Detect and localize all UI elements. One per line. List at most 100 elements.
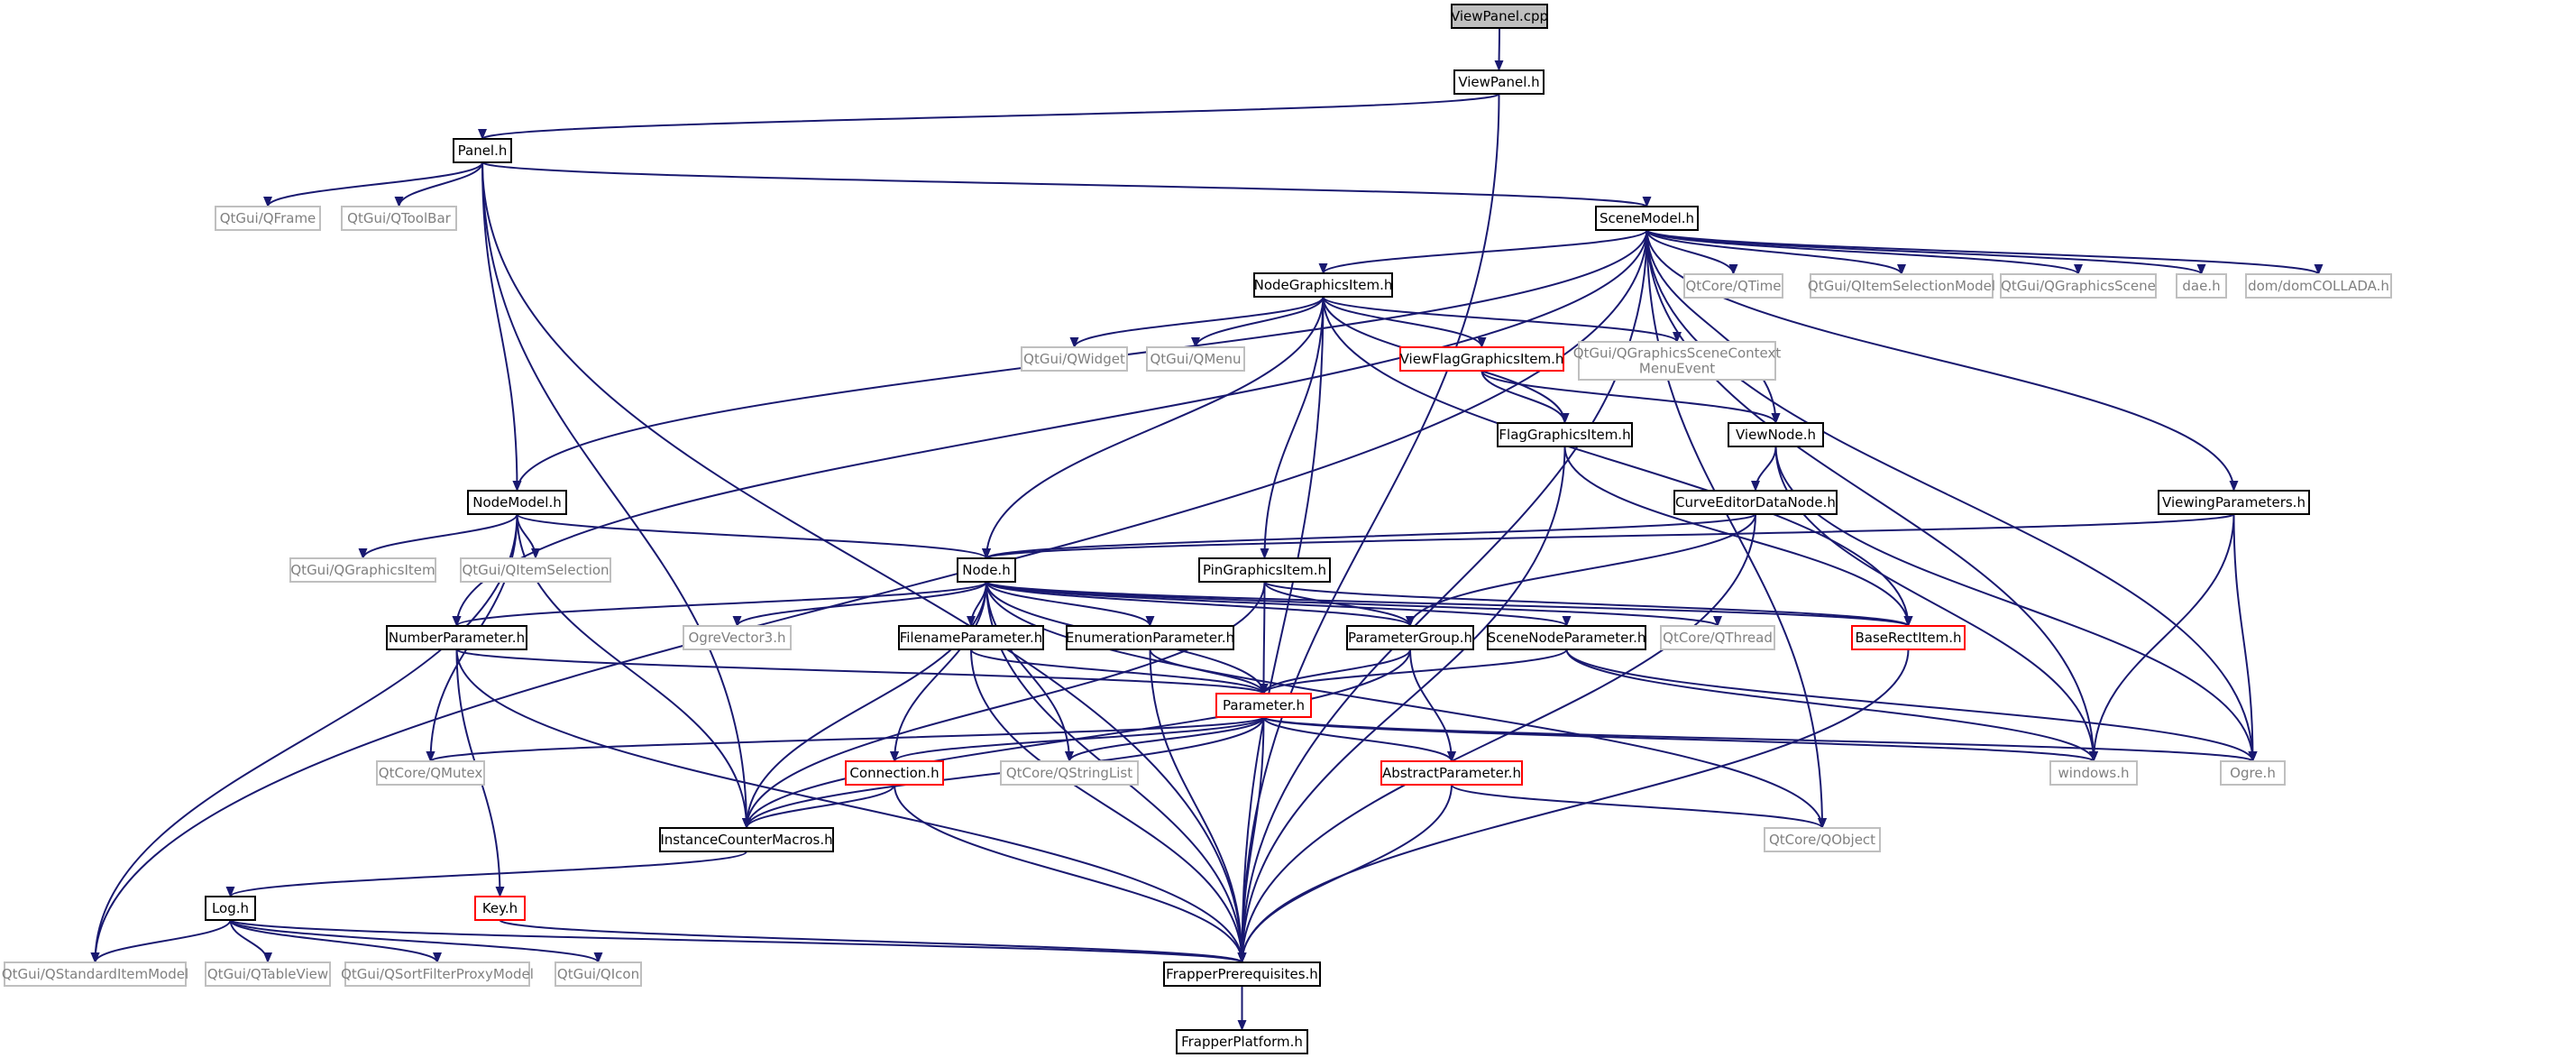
edge-PinGraphicsItem_h-to-Parameter_h: [1259, 581, 1269, 695]
node-label: FrapperPrerequisites.h: [1166, 966, 1318, 982]
node-SceneNodeParameter_h[interactable]: SceneNodeParameter.h: [1487, 625, 1646, 650]
node-box: [1399, 346, 1564, 372]
edge-SceneModel_h-to-NumberParameter_h: [452, 229, 1648, 627]
node-box: [1163, 961, 1321, 987]
node-box: [2176, 273, 2227, 299]
node-NumberParameter_h[interactable]: NumberParameter.h: [386, 625, 527, 650]
node-label: windows.h: [2058, 765, 2130, 781]
edge-CurveEditorDataNode_h-to-FrapperPrerequisites_h: [1237, 513, 1756, 963]
node-FilenameParameter_h[interactable]: FilenameParameter.h: [898, 625, 1044, 650]
edge-Panel_h-to-SceneModel_h: [481, 161, 1651, 207]
node-label: QtGui/QMenu: [1150, 351, 1241, 367]
node-NodeModel_h[interactable]: NodeModel.h: [467, 490, 567, 515]
node-label: SceneModel.h: [1600, 210, 1694, 226]
edge-Parameter_h-to-AbstractParameter_h: [1262, 716, 1456, 762]
node-CurveEditorDataNode_h[interactable]: CurveEditorDataNode.h: [1673, 490, 1838, 515]
node-box: [2245, 273, 2392, 299]
node-ViewFlagGraphicsItem_h[interactable]: ViewFlagGraphicsItem.h: [1399, 346, 1564, 372]
node-label: QtGui/QSortFilterProxyModel: [341, 966, 534, 982]
edge-NumberParameter_h-to-Parameter_h: [455, 649, 1269, 695]
node-label: AbstractParameter.h: [1382, 765, 1521, 781]
edge-Node_h-to-SceneNodeParameter_h: [985, 581, 1572, 627]
node-Key_h[interactable]: Key.h: [474, 896, 526, 921]
node-label: QtGui/QToolBar: [347, 210, 451, 226]
edge-Parameter_h-to-QMutex: [426, 716, 1265, 762]
node-label: Panel.h: [458, 143, 508, 159]
node-box: [460, 557, 611, 583]
node-ViewPanel_cpp[interactable]: ViewPanel.cpp: [1451, 4, 1548, 29]
node-box: [683, 625, 792, 650]
node-box: [1453, 69, 1545, 95]
node-InstanceCounterMacros_h[interactable]: InstanceCounterMacros.h: [659, 827, 834, 852]
edge-Parameter_h-to-FrapperPrerequisites_h: [1237, 716, 1265, 963]
edge-ViewFlagGraphicsItem_h-to-FlagGraphicsItem_h: [1481, 370, 1570, 424]
node-box: [845, 760, 944, 786]
node-box: [1215, 693, 1312, 718]
node-label: QtGui/QFrame: [220, 210, 316, 226]
edge-NodeGraphicsItem_h-to-FrapperPrerequisites_h: [1237, 296, 1325, 963]
node-QIcon: QtGui/QIcon: [555, 961, 642, 987]
edge-SceneModel_h-to-NodeGraphicsItem_h: [1318, 229, 1648, 274]
node-label: QtCore/QStringList: [1006, 765, 1132, 781]
node-box: [2000, 273, 2157, 299]
node-QMutex: QtCore/QMutex: [376, 760, 485, 786]
edge-Log_h-to-FrapperPrerequisites_h: [229, 919, 1246, 963]
node-Connection_h[interactable]: Connection.h: [845, 760, 944, 786]
node-label: NumberParameter.h: [389, 630, 525, 646]
node-ViewingParameters_h[interactable]: ViewingParameters.h: [2158, 490, 2310, 515]
edges-layer: [90, 27, 2324, 1031]
edge-Connection_h-to-InstanceCounterMacros_h: [742, 784, 895, 829]
node-box: [957, 557, 1016, 583]
node-label: Ogre.h: [2230, 765, 2276, 781]
node-ViewNode_h[interactable]: ViewNode.h: [1728, 422, 1824, 447]
edge-Node_h-to-EnumerationParameter_h: [985, 581, 1155, 627]
node-box: [1595, 206, 1699, 231]
node-box: [1021, 346, 1128, 372]
node-box: [474, 896, 526, 921]
node-label: QtGui/QStandardItemModel: [2, 966, 188, 982]
node-box: [1451, 4, 1548, 29]
edge-InstanceCounterMacros_h-to-Log_h: [225, 851, 747, 897]
node-SceneModel_h[interactable]: SceneModel.h: [1595, 206, 1699, 231]
node-label: Log.h: [212, 900, 249, 916]
node-ViewPanel_h[interactable]: ViewPanel.h: [1453, 69, 1545, 95]
edge-Node_h-to-InstanceCounterMacros_h: [742, 581, 987, 829]
node-NodeGraphicsItem_h[interactable]: NodeGraphicsItem.h: [1253, 272, 1393, 298]
edge-ParameterGroup_h-to-Parameter_h: [1259, 649, 1411, 695]
node-box: [1346, 625, 1474, 650]
edge-PinGraphicsItem_h-to-InstanceCounterMacros_h: [742, 581, 1266, 829]
edge-CurveEditorDataNode_h-to-Node_h: [982, 513, 1756, 559]
node-box: [344, 961, 530, 987]
node-Panel_h[interactable]: Panel.h: [453, 138, 512, 163]
node-label: QtCore/QTime: [1686, 278, 1782, 294]
edge-NodeGraphicsItem_h-to-ViewFlagGraphicsItem_h: [1322, 296, 1487, 348]
node-FrapperPrerequisites_h[interactable]: FrapperPrerequisites.h: [1163, 961, 1321, 987]
edge-ViewPanel_cpp-to-ViewPanel_h: [1494, 27, 1504, 71]
node-BaseRectItem_h[interactable]: BaseRectItem.h: [1851, 625, 1966, 650]
node-Parameter_h[interactable]: Parameter.h: [1215, 693, 1312, 718]
node-label: QtGui/QWidget: [1023, 351, 1125, 367]
node-FlagGraphicsItem_h[interactable]: FlagGraphicsItem.h: [1497, 422, 1633, 447]
node-AbstractParameter_h[interactable]: AbstractParameter.h: [1380, 760, 1523, 786]
node-label: QtGui/QGraphicsScene: [2001, 278, 2156, 294]
node-Log_h[interactable]: Log.h: [205, 896, 256, 921]
node-QStandardItemModel: QtGui/QStandardItemModel: [2, 961, 188, 987]
node-box: [1810, 273, 1994, 299]
node-PinGraphicsItem_h[interactable]: PinGraphicsItem.h: [1198, 557, 1331, 583]
node-Node_h[interactable]: Node.h: [957, 557, 1016, 583]
node-label: QtGui/QItemSelection: [462, 562, 609, 578]
node-QThread: QtCore/QThread: [1660, 625, 1775, 650]
edge-Parameter_h-to-QStringList: [1065, 716, 1265, 762]
edge-ViewingParameters_h-to-Ogre_h: [2232, 513, 2258, 762]
node-EnumerationParameter_h[interactable]: EnumerationParameter.h: [1066, 625, 1234, 650]
node-label: InstanceCounterMacros.h: [660, 832, 832, 848]
edge-FilenameParameter_h-to-FrapperPrerequisites_h: [970, 649, 1247, 963]
node-box: [386, 625, 527, 650]
node-ParameterGroup_h[interactable]: ParameterGroup.h: [1346, 625, 1474, 650]
node-box: [1487, 625, 1646, 650]
node-label: dae.h: [2182, 278, 2220, 294]
node-box: [2158, 490, 2310, 515]
node-box: [2049, 760, 2138, 786]
node-FrapperPlatform_h[interactable]: FrapperPlatform.h: [1176, 1029, 1308, 1054]
node-Ogre_h: Ogre.h: [2220, 760, 2286, 786]
